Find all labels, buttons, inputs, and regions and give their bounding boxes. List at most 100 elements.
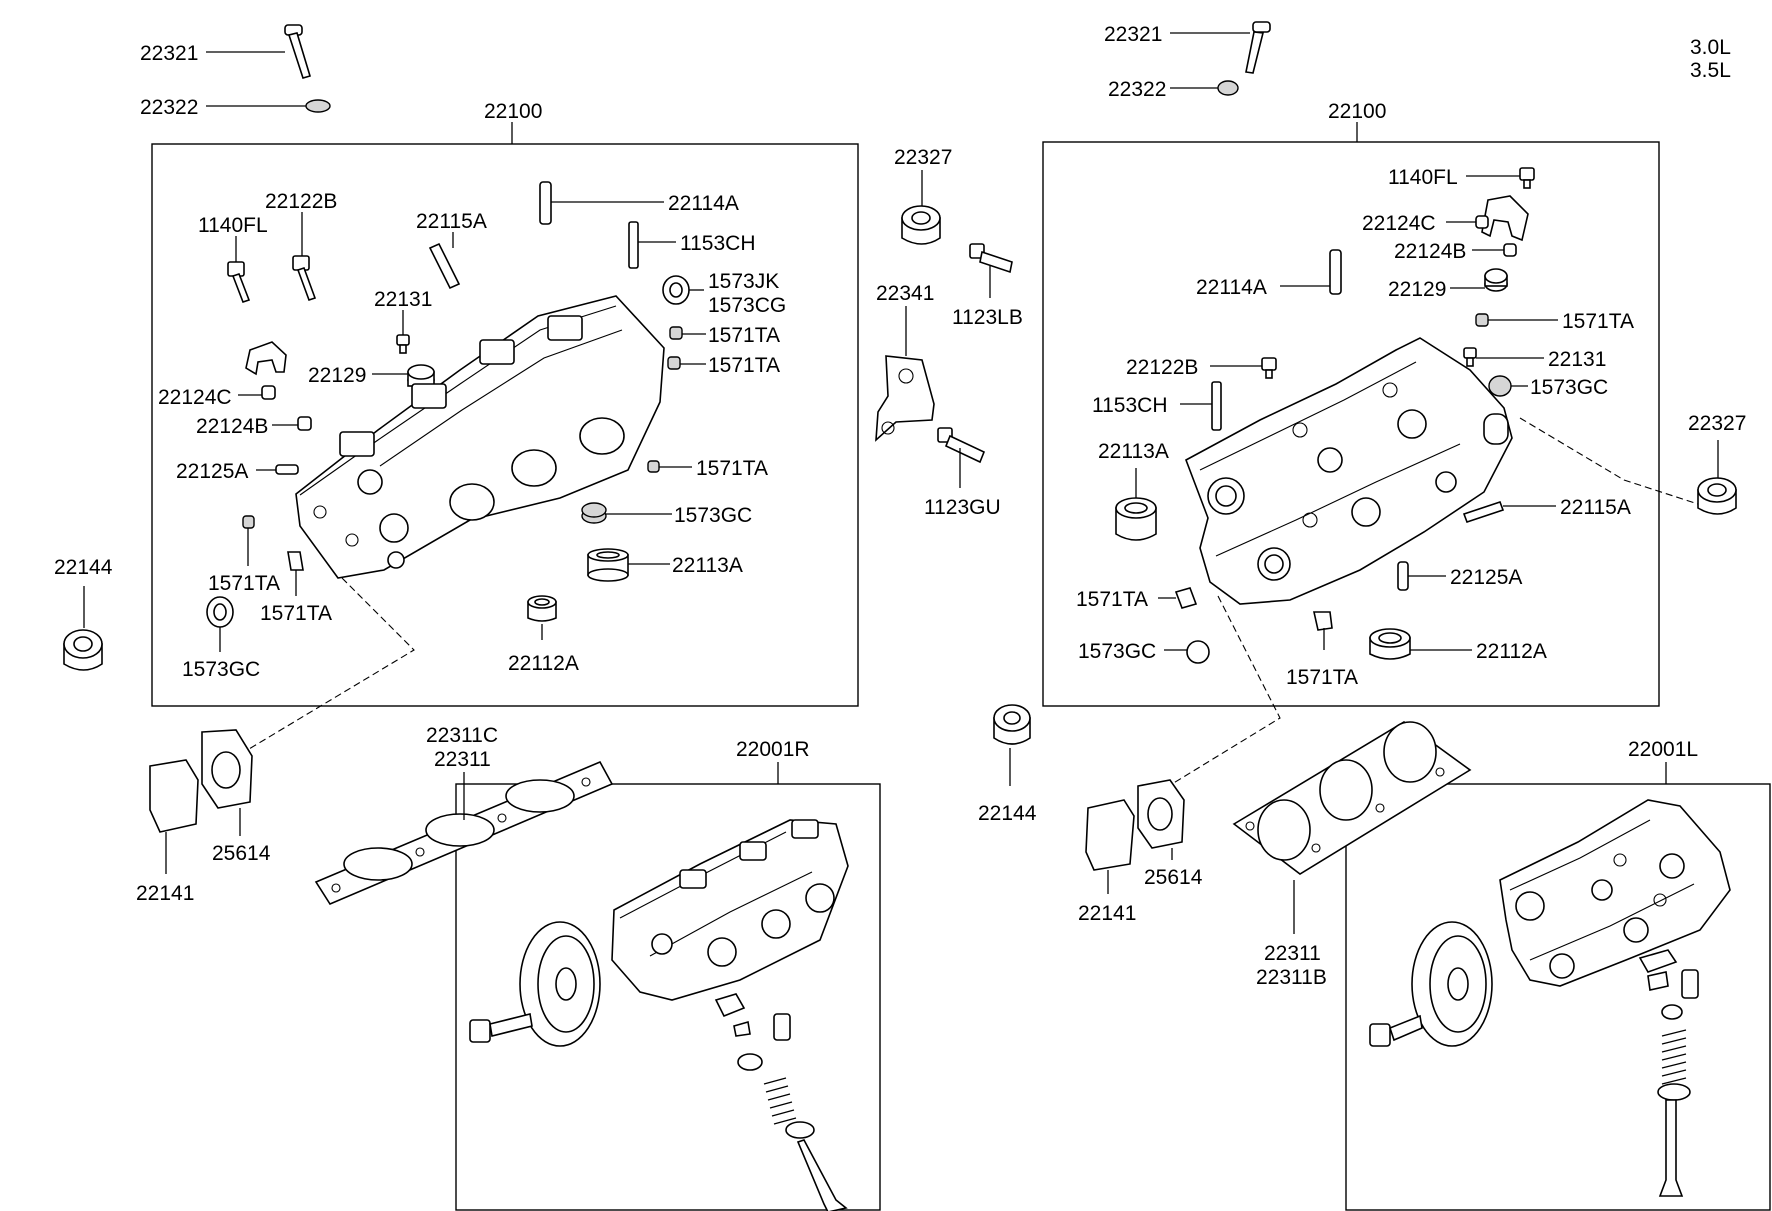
label-22321-left: 22321 — [140, 42, 198, 65]
gasket-25614-right-icon — [1137, 779, 1185, 849]
pin-1153CH-right-icon — [1211, 381, 1222, 431]
label-1153CH-right: 1153CH — [1092, 394, 1168, 417]
label-22144-mid: 22144 — [978, 802, 1037, 825]
head-assembly-22001L-icon — [1499, 799, 1731, 987]
cap-22124-left-icon — [245, 341, 287, 376]
pin-22125A-right-icon — [1397, 561, 1409, 591]
head-assembly-frame-22001R — [455, 783, 881, 1211]
label-1573GC-left-b: 1573GC — [182, 658, 260, 681]
bolt-1140FL-left-icon — [227, 261, 251, 304]
label-1571TA-left-a: 1571TA — [708, 324, 780, 347]
valve-train-left-icon — [714, 993, 848, 1211]
label-22112A-right: 22112A — [1476, 640, 1547, 663]
plug-1573GC-right-b-icon — [1186, 640, 1210, 664]
bolt-1140FL-right-icon — [1519, 167, 1535, 189]
seal-ring-22144-mid-icon — [993, 704, 1031, 745]
seal-ring-22327-right-icon — [1697, 477, 1737, 515]
plug-1571TA-left-b-icon — [667, 356, 681, 370]
label-1140FL-left: 1140FL — [198, 214, 268, 237]
camshaft-sprocket-right-icon — [1411, 921, 1493, 1047]
label-1123GU: 1123GU — [924, 496, 1001, 519]
dowel-22124B-right-icon — [1503, 243, 1517, 257]
label-1571TA-right-b: 1571TA — [1076, 588, 1148, 611]
label-22001L: 22001L — [1628, 738, 1698, 761]
label-22131-left: 22131 — [374, 288, 432, 311]
label-22122B-left: 22122B — [265, 190, 337, 213]
plate-22141-left-icon — [149, 759, 199, 833]
valve-train-right-icon — [1638, 949, 1699, 1197]
label-22100-left: 22100 — [484, 100, 542, 123]
label-22322-left: 22322 — [140, 96, 198, 119]
bolt-1123GU-icon — [937, 427, 986, 464]
bolt-1123LB-icon — [969, 243, 1013, 274]
label-22115A-left: 22115A — [416, 210, 487, 233]
label-22124B-right: 22124B — [1394, 240, 1466, 263]
plug-1571TA-left-d-icon — [242, 515, 255, 529]
label-1573GC-right: 1573GC — [1530, 376, 1608, 399]
label-1573CG-left: 1573CG — [708, 294, 786, 317]
label-22311-right: 22311 — [1264, 942, 1321, 965]
label-22322-right: 22322 — [1108, 78, 1166, 101]
label-22311-left: 22311 — [434, 748, 491, 771]
label-22122B-right: 22122B — [1126, 356, 1198, 379]
label-22125A-left: 22125A — [176, 460, 248, 483]
label-22311B-right: 22311B — [1256, 966, 1327, 989]
label-1571TA-right-c: 1571TA — [1286, 666, 1358, 689]
seal-22112A-right-icon — [1369, 628, 1411, 660]
label-22321-right: 22321 — [1104, 23, 1162, 46]
label-1571TA-left-d: 1571TA — [208, 572, 280, 595]
camshaft-sprocket-left-icon — [519, 921, 601, 1047]
seal-1573JK-left-icon — [662, 275, 690, 305]
label-1123LB: 1123LB — [952, 306, 1023, 329]
bolt-22122B-right-icon — [1261, 357, 1277, 379]
bolt-22131-left-icon — [396, 334, 410, 354]
label-22114A-left: 22114A — [668, 192, 739, 215]
cylinder-head-left-bank-icon — [1185, 337, 1513, 605]
label-22341: 22341 — [876, 282, 934, 305]
cylinder-head-frame-left — [151, 143, 859, 707]
guide-22114A-left-icon — [539, 181, 552, 225]
pin-1153CH-left-icon — [628, 221, 639, 269]
label-1571TA-right-a: 1571TA — [1562, 310, 1634, 333]
sprocket-bolt-right-icon — [1369, 1014, 1423, 1047]
bolt-22321-left-icon — [284, 24, 312, 79]
pin-22115A-right-icon — [1462, 500, 1505, 524]
pin-22125A-left-icon — [275, 464, 299, 475]
seal-22112A-left-icon — [527, 595, 557, 622]
cap-22124-right-icon — [1481, 195, 1529, 242]
label-22113A-right: 22113A — [1098, 440, 1169, 463]
dowel-22124B-left-icon — [297, 416, 312, 431]
seal-ring-22144-left-icon — [63, 629, 103, 671]
plug-1571TA-right-c-icon — [1313, 611, 1333, 631]
label-22115A-right: 22115A — [1560, 496, 1631, 519]
label-1573JK-left: 1573JK — [708, 270, 779, 293]
engine-variant-line1: 3.0L — [1690, 36, 1731, 59]
label-22131-right: 22131 — [1548, 348, 1606, 371]
plug-1573GC-left-icon — [581, 502, 607, 524]
bolt-22122B-left-icon — [292, 255, 317, 302]
sprocket-bolt-left-icon — [469, 1013, 533, 1043]
guide-22114A-right-icon — [1329, 249, 1342, 295]
label-22327-right: 22327 — [1688, 412, 1746, 435]
label-1571TA-left-c: 1571TA — [696, 457, 768, 480]
bracket-22341-icon — [875, 355, 935, 442]
label-22124B-left: 22124B — [196, 415, 268, 438]
head-gasket-22311-left-icon — [314, 760, 614, 906]
label-22112A-left: 22112A — [508, 652, 579, 675]
label-22141-right: 22141 — [1078, 902, 1136, 925]
plug-1571TA-left-a-icon — [669, 326, 683, 340]
plug-1571TA-right-b-icon — [1174, 587, 1198, 609]
plug-1571TA-left-e-icon — [287, 551, 304, 571]
plug-1573GC-right-icon — [1488, 375, 1512, 397]
label-1573GC-right-b: 1573GC — [1078, 640, 1156, 663]
label-1571TA-left-b: 1571TA — [708, 354, 780, 377]
label-25614-right: 25614 — [1144, 866, 1203, 889]
pin-22115A-left-icon — [428, 242, 461, 290]
head-assembly-22001R-icon — [611, 819, 849, 1001]
washer-22322-right-icon — [1217, 80, 1239, 96]
label-1573GC-left: 1573GC — [674, 504, 752, 527]
label-1571TA-left-e: 1571TA — [260, 602, 332, 625]
cylinder-head-frame-right — [1042, 141, 1660, 707]
label-22129-right: 22129 — [1388, 278, 1446, 301]
